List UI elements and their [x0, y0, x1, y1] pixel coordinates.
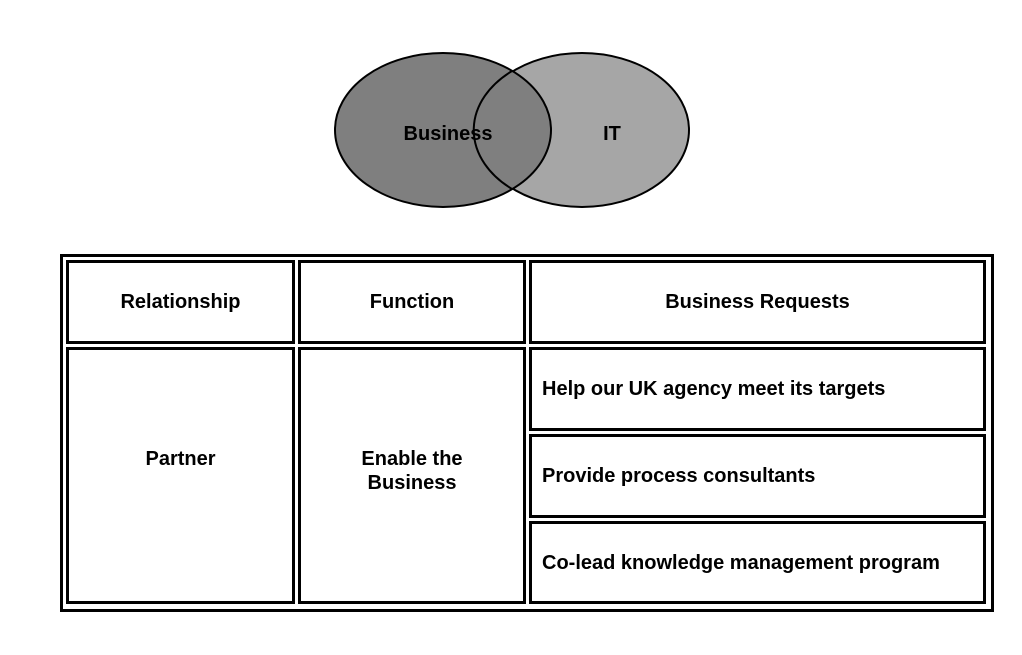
- header-function-text: Function: [369, 291, 455, 313]
- function-cell: Enable the Business: [298, 347, 526, 604]
- relationship-value: Partner: [145, 448, 216, 470]
- business-it-venn-diagram: Business IT: [334, 52, 690, 208]
- request-row: Co-lead knowledge management program: [529, 521, 986, 604]
- header-business-requests-text: Business Requests: [665, 291, 850, 313]
- header-business-requests: Business Requests: [529, 260, 986, 344]
- it-label: IT: [603, 123, 621, 145]
- request-text: Help our UK agency meet its targets: [542, 378, 886, 400]
- request-text: Provide process consultants: [542, 465, 816, 487]
- header-relationship: Relationship: [66, 260, 295, 344]
- header-function: Function: [298, 260, 526, 344]
- header-relationship-text: Relationship: [120, 291, 241, 313]
- request-row: Provide process consultants: [529, 434, 986, 518]
- request-row: Help our UK agency meet its targets: [529, 347, 986, 431]
- overlap-outline: [472, 70, 513, 190]
- function-value: Enable the Business: [361, 448, 463, 494]
- business-label: Business: [404, 123, 493, 145]
- business-circle: [334, 52, 552, 208]
- relationship-cell: Partner: [66, 347, 295, 604]
- request-text: Co-lead knowledge management program: [542, 551, 940, 574]
- business-requests-table: Relationship Function Business Requests …: [60, 254, 994, 612]
